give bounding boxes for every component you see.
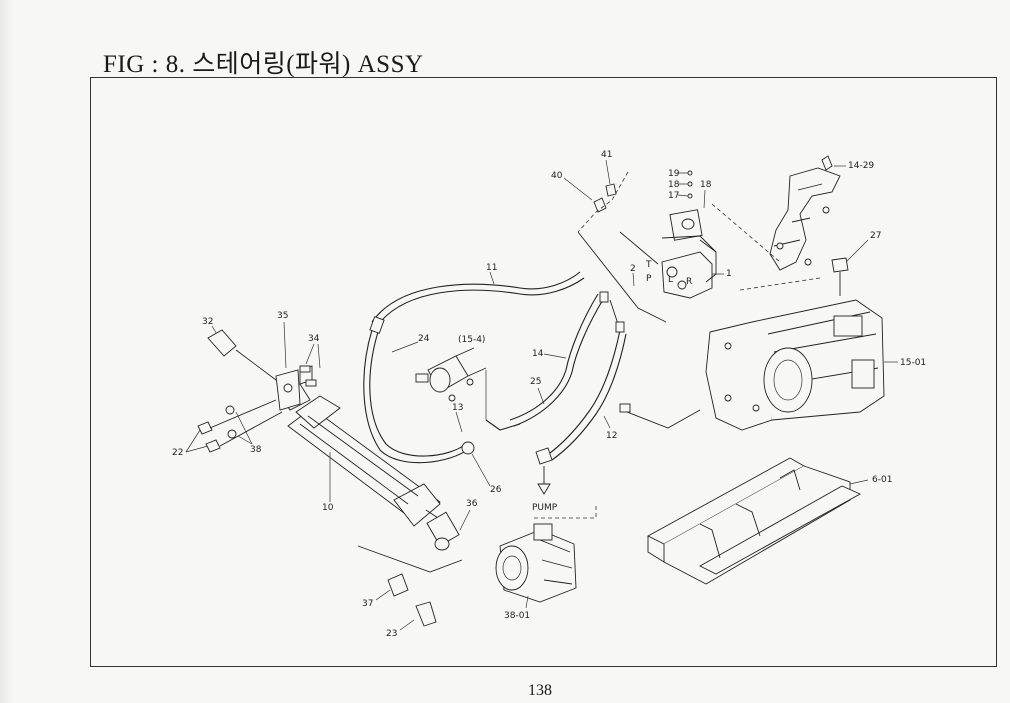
chassis-frame [647,457,862,585]
label-37: 37 [362,599,373,609]
scan-edge-shadow [0,0,14,703]
label-L: L [668,275,673,285]
page-number: 138 [528,682,552,699]
label-15-01: 15-01 [900,358,926,368]
label-1: 1 [726,269,732,279]
label-22: 22 [172,448,183,458]
label-6-01: 6-01 [872,475,892,485]
label-17: 17 [668,191,679,201]
label-10: 10 [322,503,334,513]
label-40: 40 [551,171,563,181]
label-38-01: 38-01 [504,611,530,621]
label-15-4: (15-4) [458,335,485,345]
label-41: 41 [601,150,612,160]
label-14-29: 14-29 [848,161,874,171]
label-11: 11 [486,263,497,273]
label-38: 38 [250,445,262,455]
hose-12 [545,329,621,457]
steering-gear-box [661,209,717,299]
label-19: 19 [668,169,680,179]
flow-divider-valve [415,347,487,402]
label-26: 26 [490,485,502,495]
mounting-bracket [275,365,313,411]
label-27: 27 [870,231,881,241]
label-36: 36 [466,499,478,509]
label-pump: PUMP [532,503,558,513]
label-R: R [686,277,692,287]
label-23: 23 [386,629,397,639]
label-T: T [645,260,652,270]
page-title: FIG : 8. 스테어링(파워) ASSY [103,51,424,78]
label-24: 24 [418,334,430,344]
transmission-housing [705,299,885,431]
label-18a: 18 [668,180,680,190]
label-32: 32 [202,317,213,327]
label-13: 13 [452,403,463,413]
power-steering-cylinder [277,383,460,551]
diagram-frame [90,77,997,667]
label-18b: 18 [700,180,712,190]
hose-14 [509,293,599,421]
steering-column-bracket [769,155,841,271]
hose-11 [371,271,581,323]
label-34: 34 [308,334,320,344]
label-35: 35 [277,311,288,321]
label-2: 2 [630,264,636,274]
label-25: 25 [530,377,541,387]
label-14: 14 [532,349,544,359]
hydraulic-pump [495,523,577,603]
label-P: P [646,274,652,284]
label-12: 12 [606,431,617,441]
